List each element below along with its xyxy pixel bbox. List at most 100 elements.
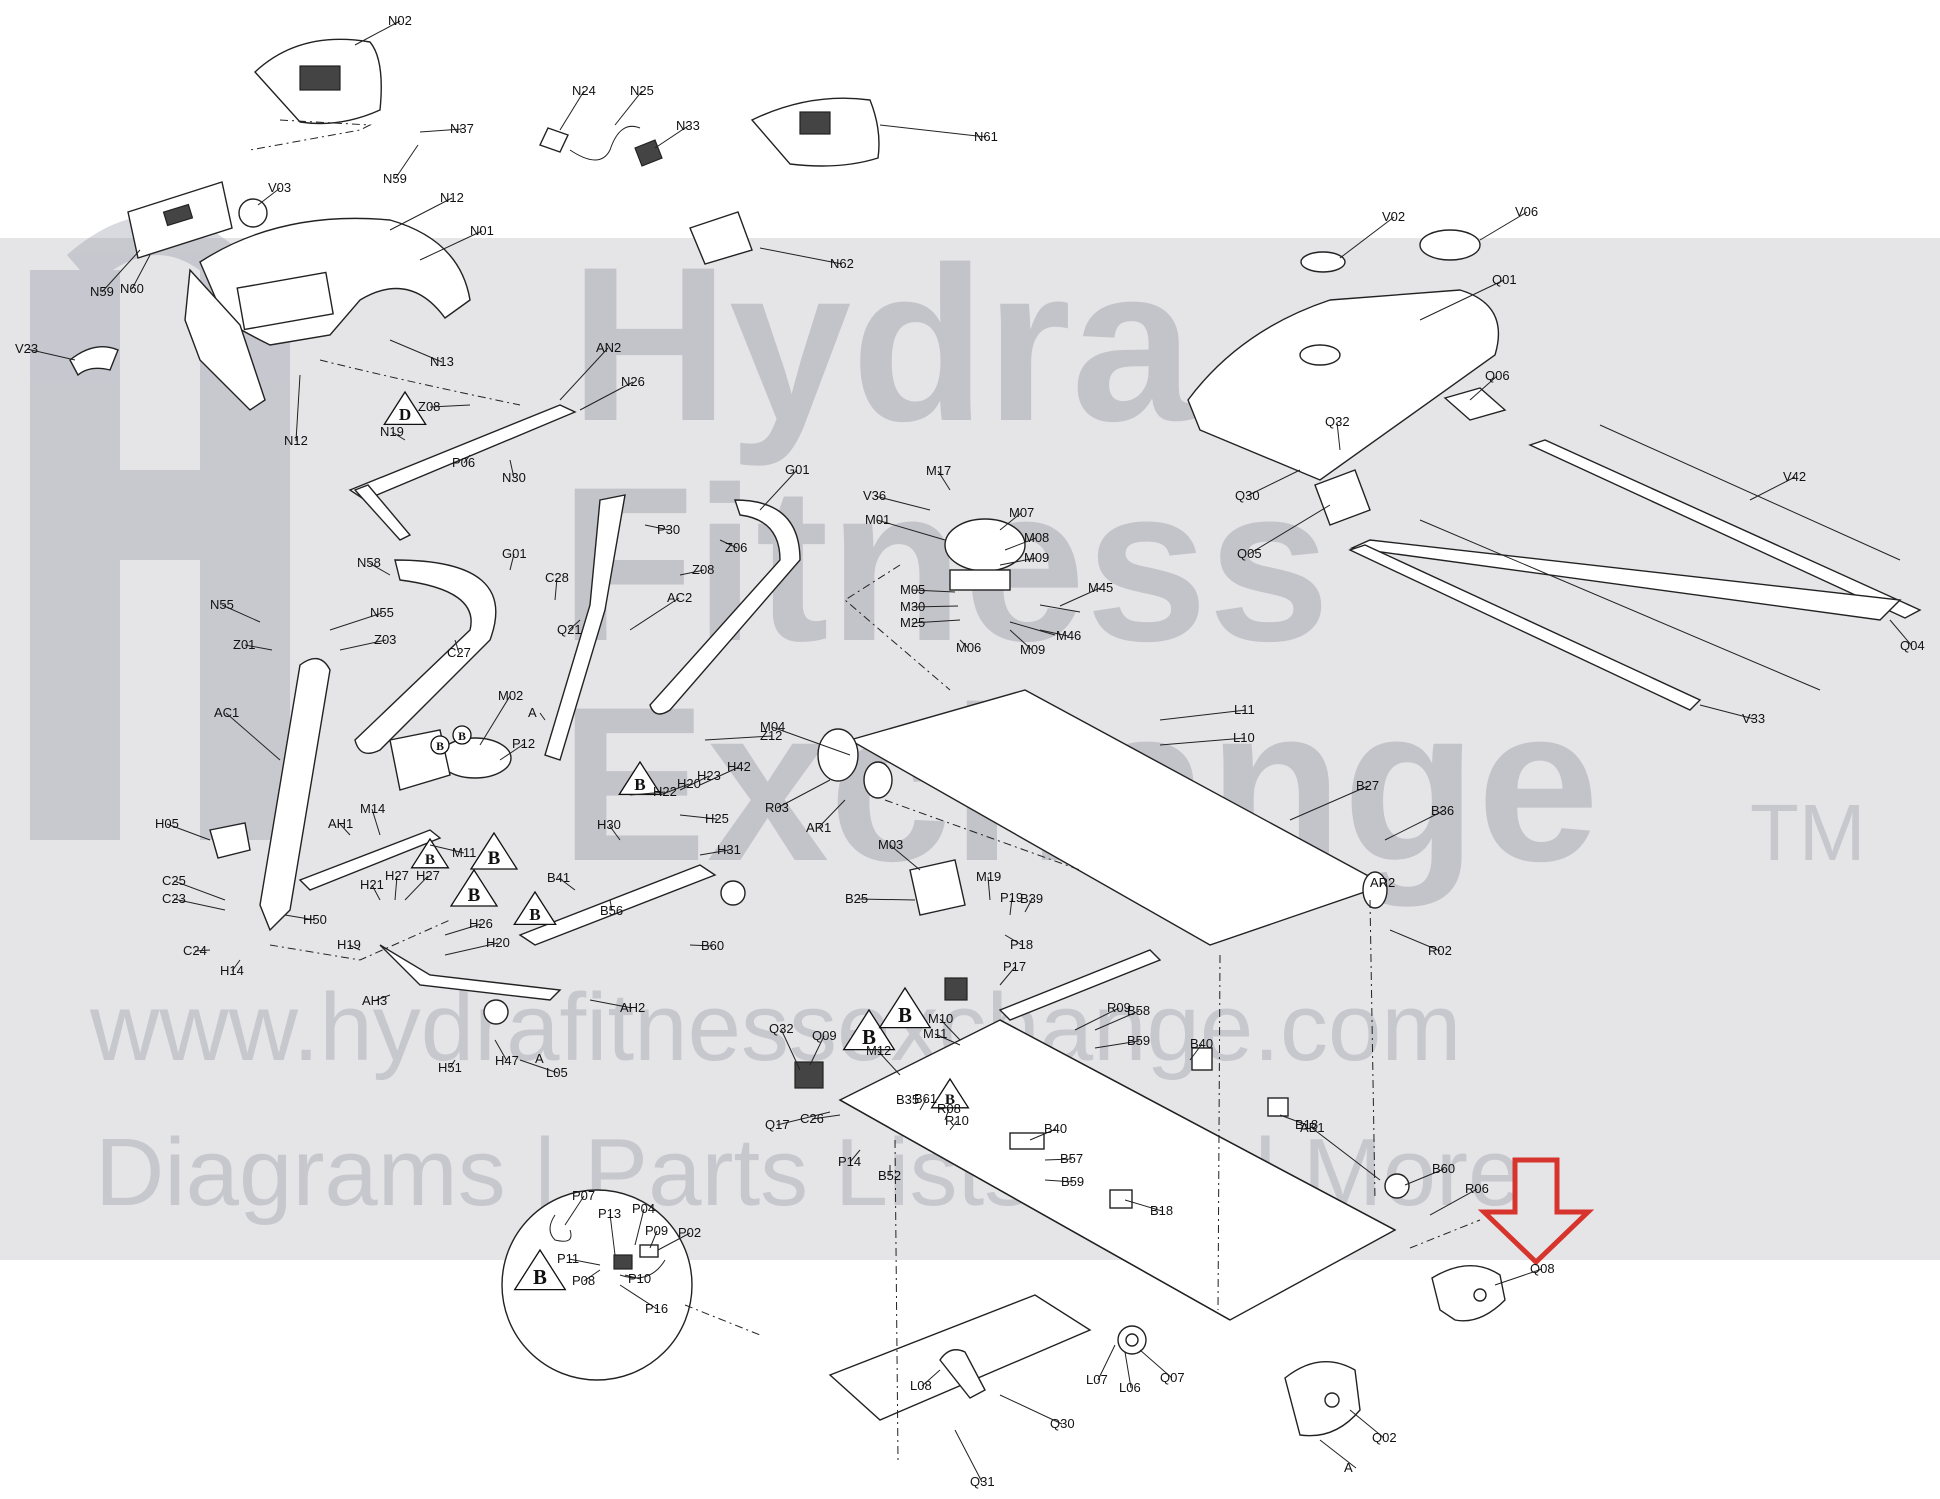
assembly-symbol-letter: B [945, 1091, 955, 1108]
leader-line [1384, 810, 1444, 841]
part-label-b59: B59 [1127, 1033, 1150, 1048]
part-label-n13: N13 [430, 354, 454, 369]
upright-ac1 [259, 657, 331, 932]
part-label-v06: V06 [1515, 204, 1538, 219]
part-label-l05: L05 [546, 1065, 568, 1080]
part-label-p17: P17 [1003, 959, 1026, 974]
part-label-ah3: AH3 [362, 993, 387, 1008]
part-label-m11: M11 [452, 845, 476, 860]
motor-cover-bracket-m03 [909, 859, 966, 916]
part-label-b25: B25 [845, 891, 868, 906]
part-label-h20: H20 [677, 776, 701, 791]
leader-line [564, 1195, 585, 1226]
part-label-n02: N02 [388, 13, 412, 28]
leader-line [1429, 1188, 1478, 1216]
console-frame-crossbar [353, 484, 412, 541]
part-label-b18: B18 [1150, 1203, 1173, 1218]
leader-line [1311, 1127, 1381, 1181]
leader-line [1339, 216, 1395, 259]
assembly-symbol-letter: B [468, 885, 481, 906]
leader-line [391, 431, 406, 441]
drive-assembly [817, 518, 1388, 946]
console-tray [236, 271, 334, 331]
part-label-q31: Q31 [970, 1474, 995, 1489]
lower-frame-ah1 [298, 829, 442, 891]
assembly-symbol-letter: B [862, 1025, 876, 1049]
leader-line [919, 1098, 927, 1111]
part-label-h20: H20 [486, 935, 510, 950]
console-window [299, 65, 341, 91]
dash-console [249, 119, 372, 151]
leader-line [194, 949, 211, 952]
lower-frame-ah2 [518, 864, 717, 946]
leader-line [679, 814, 718, 820]
part-label-c24: C24 [183, 943, 207, 958]
leader-line [444, 923, 482, 936]
part-label-q30: Q30 [1235, 488, 1260, 503]
leader-line [649, 1230, 658, 1249]
roller-r03 [817, 728, 859, 782]
cable-n25 [569, 125, 641, 161]
assembly-triangle-icon: B [410, 837, 450, 869]
leader-line [856, 898, 916, 901]
leader-line [1004, 537, 1037, 551]
leader-line [1139, 1349, 1173, 1379]
part-label-v03: V03 [268, 180, 291, 195]
bracket-q09 [794, 1061, 824, 1089]
part-label-q06: Q06 [1485, 368, 1510, 383]
part-label-n01: N01 [470, 223, 494, 238]
part-label-q21: Q21 [557, 622, 582, 637]
assembly-symbol-letter: B [458, 730, 466, 743]
leader-line [494, 1039, 508, 1062]
assembly-triangle-icon: B [513, 890, 557, 926]
leader-line [554, 577, 558, 601]
part-label-b52: B52 [878, 1168, 901, 1183]
part-label-h25: H25 [705, 811, 729, 826]
bracket-b18-mid [1109, 1189, 1133, 1209]
part-label-n25: N25 [630, 83, 654, 98]
part-label-p06: P06 [452, 455, 475, 470]
part-label-h31: H31 [717, 842, 741, 857]
dash-console-to-frame [319, 359, 521, 406]
part-label-m12: M12 [866, 1043, 891, 1058]
part-label-n59: N59 [383, 171, 407, 186]
part-label-m08: M08 [1024, 530, 1049, 545]
part-label-n55: N55 [210, 597, 234, 612]
part-label-v33: V33 [1742, 711, 1765, 726]
leader-line [999, 1394, 1063, 1425]
q08-pointer-arrow-icon [1477, 1157, 1595, 1266]
leader-line [809, 1035, 825, 1066]
leader-line [654, 125, 689, 149]
leader-line [583, 1269, 601, 1282]
leader-line [699, 849, 730, 856]
part-label-n12: N12 [284, 433, 308, 448]
part-label-m01: M01 [865, 512, 890, 527]
part-label-p10: P10 [628, 1271, 651, 1286]
dash-ar2-drop [1369, 899, 1376, 1201]
leader-line [1029, 1128, 1057, 1141]
part-label-q01: Q01 [1492, 272, 1517, 287]
part-label-m05: M05 [900, 582, 925, 597]
assembly-triangle-icon: D [383, 390, 427, 426]
side-rail-v42 [1528, 439, 1922, 619]
assembly-triangle-icon: B [930, 1077, 970, 1109]
leader-line [368, 562, 391, 576]
assembly-triangle-icon: B [513, 1248, 567, 1291]
part-label-n55: N55 [370, 605, 394, 620]
part-label-p09: P09 [645, 1223, 668, 1238]
part-label-b40: B40 [1044, 1121, 1067, 1136]
motor-cover-assembly [1187, 229, 1922, 711]
bottom-cover-slot [939, 1349, 986, 1399]
assembly-triangle-icon: B [842, 1008, 896, 1051]
overlay-display [799, 111, 831, 135]
part-label-p12: P12 [512, 736, 535, 751]
magnet-n33 [634, 139, 663, 167]
motor-cover-hole [1299, 344, 1341, 366]
leader-line [371, 884, 381, 901]
leader-line [1124, 1351, 1132, 1389]
roller-ar2 [1362, 871, 1388, 909]
part-label-l11: L11 [1234, 702, 1255, 717]
leader-line [499, 743, 525, 761]
part-label-c23: C23 [162, 891, 186, 906]
leader-line [221, 604, 261, 623]
